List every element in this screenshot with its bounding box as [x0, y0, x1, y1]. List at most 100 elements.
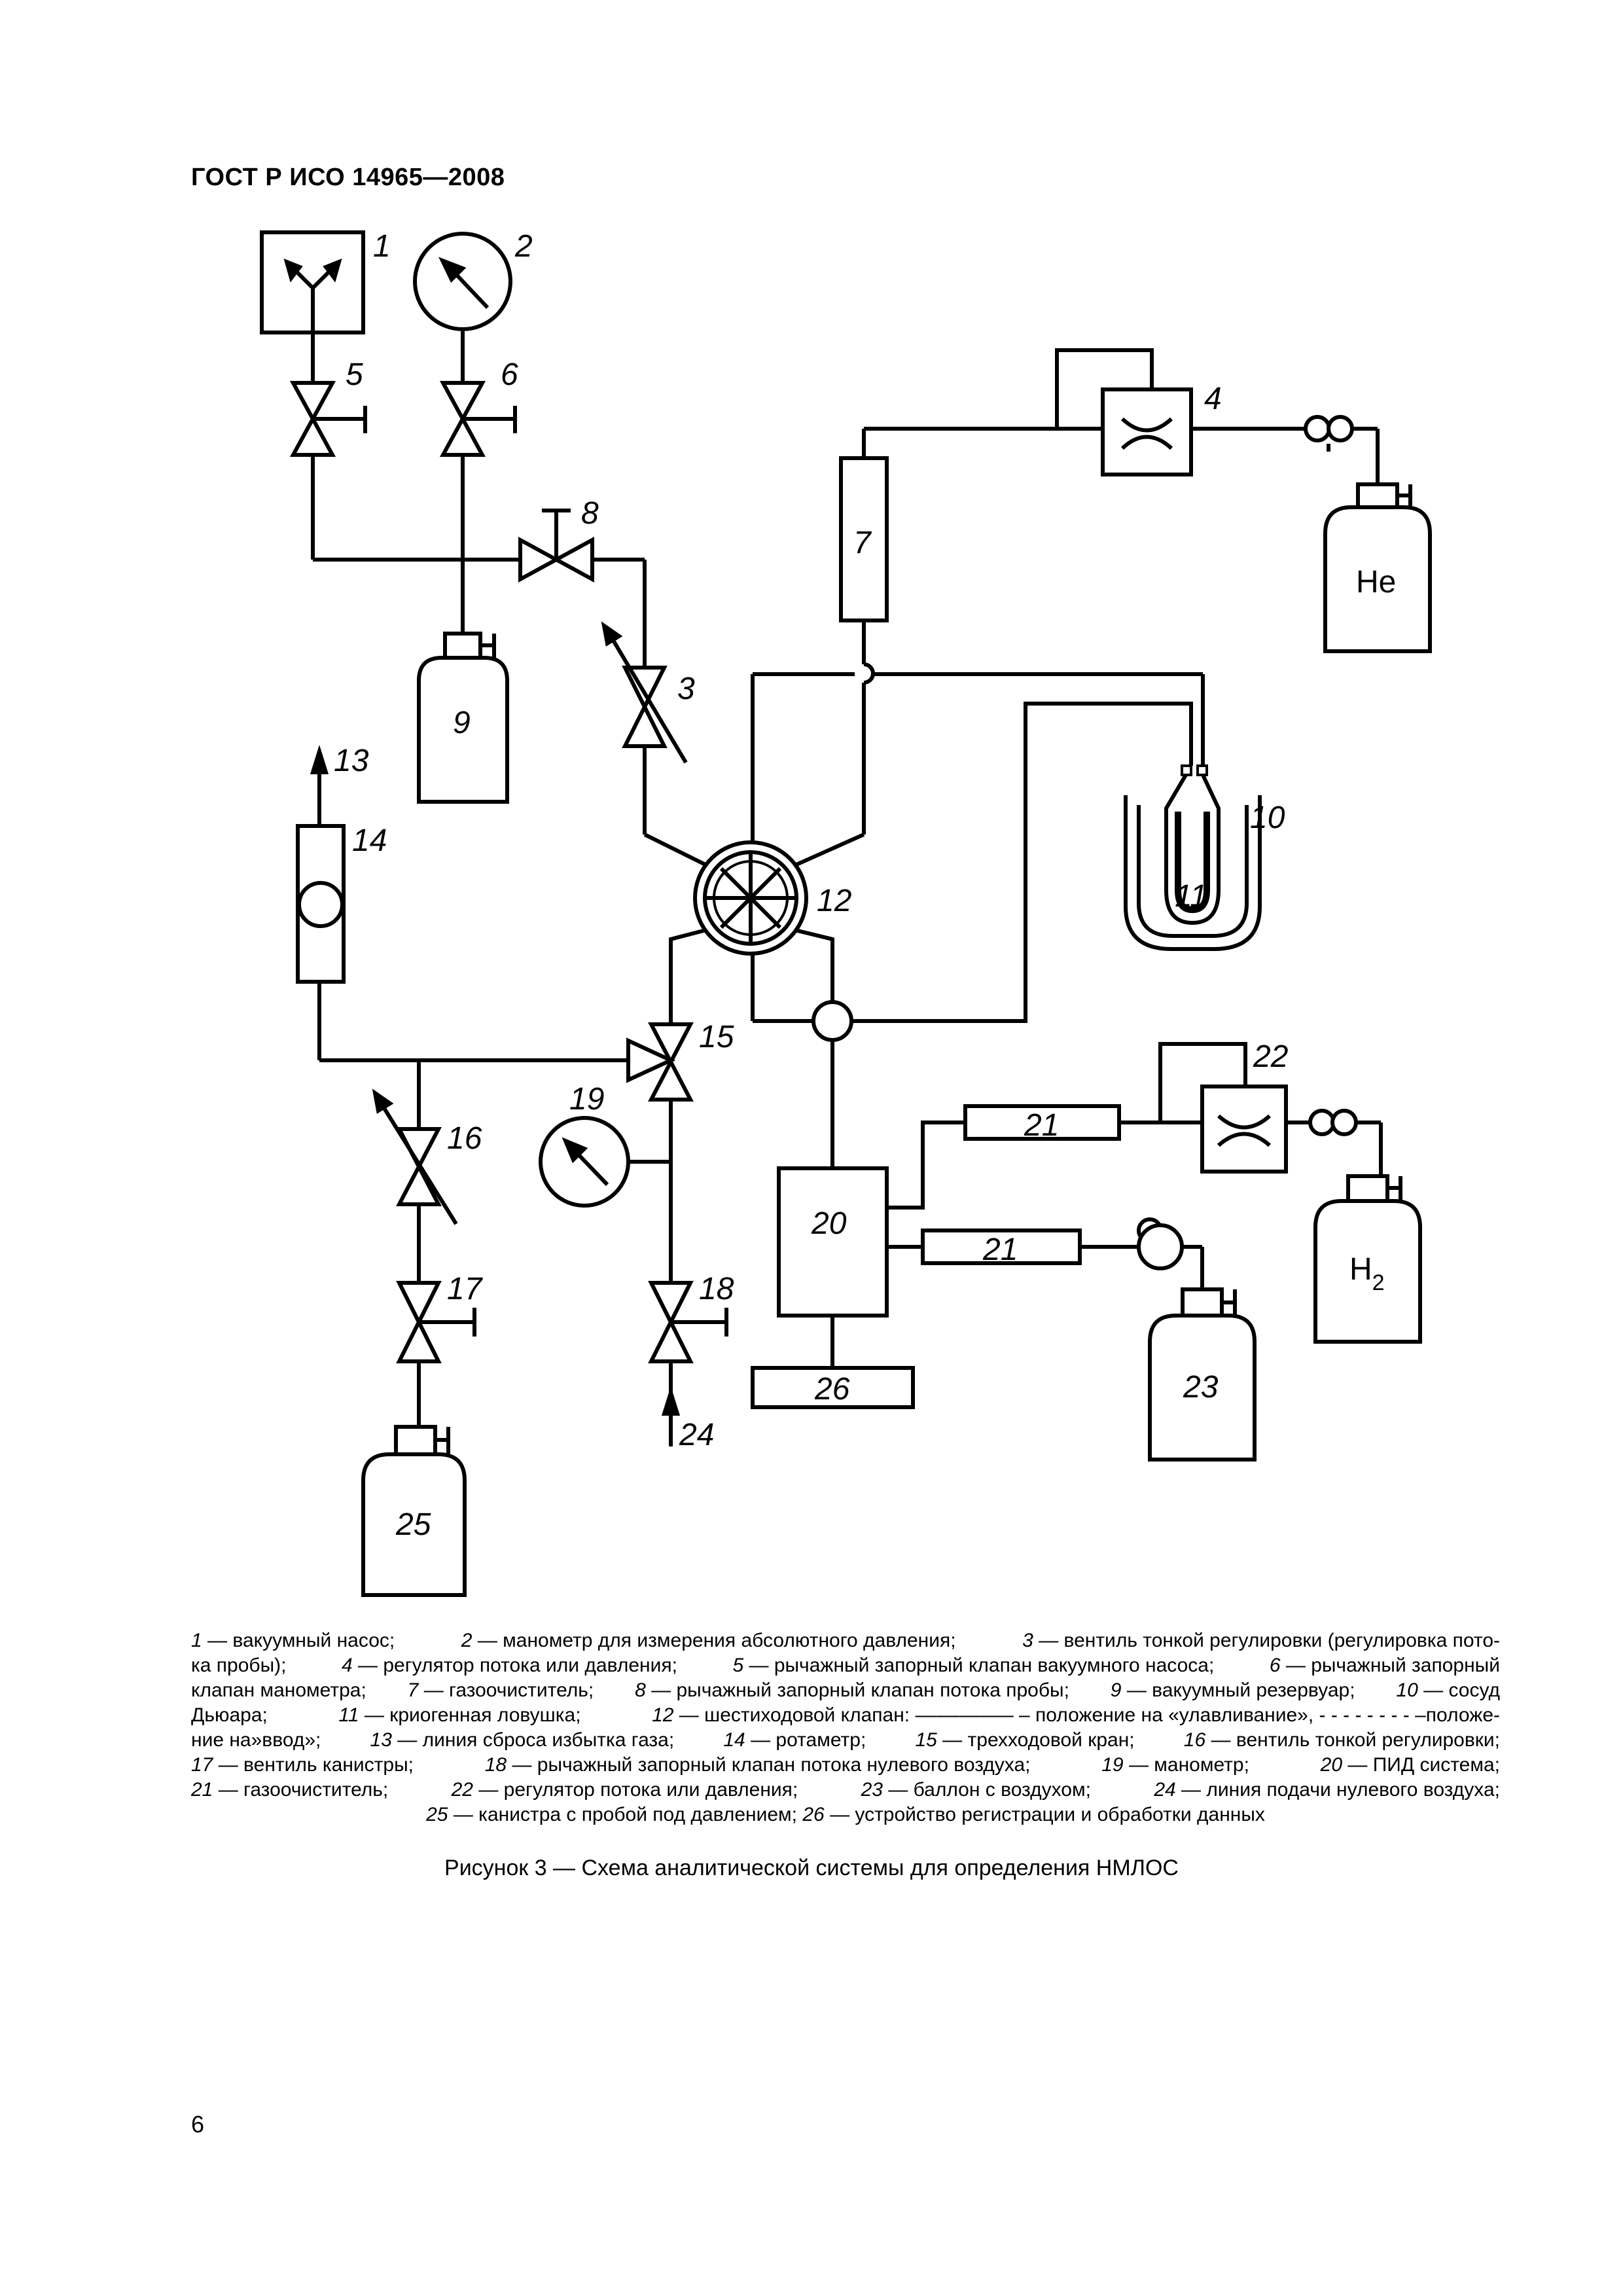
cryotrap-icon — [1164, 764, 1221, 925]
label-5: 5 — [346, 357, 363, 392]
legend-row: 17 — вентиль канистры; 18 — рычажный зап… — [191, 1753, 1500, 1778]
legend-row: клапан манометра; 7 — газоочиститель; 8 … — [191, 1678, 1500, 1703]
legend-item-6: 6 — рычажный запорный — [1269, 1655, 1500, 1676]
legend-row: 1 — вакуумный насос; 2 — манометр для из… — [191, 1628, 1500, 1653]
gas-purifier-7-icon — [839, 456, 889, 622]
pressure-gauge-icon — [413, 232, 512, 331]
legend-item-11: 11 — криогенная ловушка; — [338, 1704, 581, 1726]
legend-item-9: 9 — вакуумный резервуар; — [1110, 1679, 1355, 1701]
legend-item-17: 17 — вентиль канистры; — [191, 1754, 414, 1776]
label-20: 20 — [811, 1206, 847, 1241]
label-6: 6 — [501, 357, 518, 392]
hydrogen-cylinder-icon — [1313, 1174, 1422, 1344]
legend-row: ние на»ввод»; 13 — линия сброса избытка … — [191, 1728, 1500, 1753]
label-12: 12 — [817, 884, 851, 918]
vent-arrow-icon — [310, 744, 329, 774]
canister-icon — [361, 1425, 467, 1597]
legend-item-19: 19 — манометр; — [1101, 1754, 1249, 1776]
legend-item-23: 23 — баллон с воздухом; — [861, 1779, 1091, 1801]
helium-cylinder-icon — [1323, 482, 1432, 653]
lever-valve-6-icon — [439, 381, 517, 457]
cylinder-icon — [1148, 1287, 1257, 1462]
label-15: 15 — [699, 1020, 734, 1054]
vacuum-pump-icon — [260, 230, 365, 334]
label-1: 1 — [373, 229, 391, 264]
label-7: 7 — [853, 526, 872, 560]
lever-valve-18-icon — [648, 1281, 728, 1363]
figure-legend: 1 — вакуумный насос; 2 — манометр для из… — [191, 1628, 1500, 1827]
legend-item-13: 13 — линия сброса избытка газа; — [370, 1729, 675, 1751]
label-3: 3 — [677, 672, 695, 706]
label-22: 22 — [1253, 1039, 1288, 1074]
legend-item-2: 2 — манометр для измерения абсолютного д… — [461, 1630, 956, 1651]
six-port-valve-icon — [693, 840, 808, 956]
page-number: 6 — [191, 2111, 205, 2138]
label-10: 10 — [1250, 800, 1285, 835]
pressure-reducer-h2-icon — [1308, 1109, 1358, 1136]
he-label: He — [1356, 565, 1396, 600]
reservoir-icon — [417, 632, 509, 804]
legend-row: 21 — газоочиститель; 22 — регулятор пото… — [191, 1778, 1500, 1803]
label-13: 13 — [334, 744, 369, 778]
legend-item-24: 24 — линия подачи нулевого воздуха; — [1154, 1779, 1500, 1801]
label-11: 11 — [1175, 879, 1207, 914]
figure-caption: Рисунок 3 — Схема аналитической системы … — [444, 1856, 1179, 1880]
legend-item-10: 10 — сосуд — [1396, 1679, 1500, 1701]
label-4: 4 — [1204, 382, 1222, 416]
document-header: ГОСТ Р ИСО 14965—2008 — [191, 164, 505, 191]
legend-item-18: 18 — рычажный запорный клапан потока нул… — [484, 1754, 1031, 1776]
tee-junction-icon — [812, 1000, 853, 1042]
needle-valve-16-icon — [372, 1088, 458, 1225]
legend-item-22: 22 — регулятор потока или давления; — [451, 1779, 798, 1801]
label-17: 17 — [447, 1272, 484, 1306]
legend-item-3-cont: ка пробы); — [191, 1655, 287, 1676]
gas-purifier-21a-icon — [963, 1104, 1121, 1141]
legend-item-26: 26 — устройство регистрации и обработки … — [802, 1804, 1265, 1825]
legend-item-10-cont: Дьюара; — [191, 1704, 268, 1726]
legend-row: 25 — канистра с пробой под давлением; 26… — [191, 1803, 1500, 1827]
pressure-gauge-19-icon — [539, 1116, 630, 1208]
pipework — [311, 329, 1383, 1427]
label-23: 23 — [1183, 1370, 1219, 1405]
legend-row: ка пробы); 4 — регулятор потока или давл… — [191, 1653, 1500, 1678]
legend-item-25: 25 — канистра с пробой под давлением; — [426, 1804, 798, 1825]
legend-row: Дьюара; 11 — криогенная ловушка; 12 — ше… — [191, 1703, 1500, 1728]
label-14: 14 — [352, 823, 387, 858]
lever-valve-17-icon — [396, 1281, 476, 1363]
legend-item-7: 7 — газоочиститель; — [407, 1679, 594, 1701]
three-way-valve-icon — [626, 1022, 694, 1102]
fid-box-icon — [777, 1166, 889, 1318]
legend-item-1: 1 — вакуумный насос; — [191, 1630, 395, 1651]
dewar-icon — [1124, 795, 1262, 951]
label-19: 19 — [569, 1082, 604, 1117]
legend-item-8: 8 — рычажный запорный клапан потока проб… — [635, 1679, 1069, 1701]
flow-regulator-4-icon — [1101, 387, 1193, 476]
pressure-reducer-he-icon — [1304, 415, 1354, 452]
label-16: 16 — [447, 1121, 482, 1156]
label-25: 25 — [395, 1507, 431, 1542]
legend-item-3: 3 — вентиль тонкой регулировки (регулиро… — [1022, 1630, 1500, 1651]
legend-item-14: 14 — ротаметр; — [723, 1729, 866, 1751]
needle-valve-3-icon — [601, 621, 688, 764]
legend-item-12: 12 — шестиходовой клапан: ––––––––– – по… — [652, 1704, 1500, 1726]
legend-item-20: 20 — ПИД система; — [1320, 1754, 1500, 1776]
legend-item-21: 21 — газоочиститель; — [191, 1779, 389, 1801]
legend-item-4: 4 — регулятор потока или давления; — [342, 1655, 677, 1676]
rotameter-icon — [296, 824, 346, 984]
legend-item-16: 16 — вентиль тонкой регулировки; — [1183, 1729, 1500, 1751]
h2-label: H2 — [1349, 1252, 1385, 1295]
lever-valve-8-icon — [518, 509, 594, 583]
analytical-system-diagram: 1 2 5 6 8 4 7 He 9 3 13 14 10 11 12 15 1… — [260, 229, 1432, 1597]
label-24: 24 — [679, 1418, 714, 1452]
legend-item-15: 15 — трехходовой кран; — [915, 1729, 1135, 1751]
label-21b: 21 — [982, 1232, 1018, 1267]
recorder-icon — [751, 1366, 915, 1409]
pressure-reducer-air-icon — [1137, 1217, 1184, 1270]
label-26: 26 — [814, 1372, 850, 1407]
label-8: 8 — [581, 496, 599, 531]
label-18: 18 — [699, 1272, 734, 1306]
gas-purifier-21b-icon — [921, 1229, 1082, 1265]
legend-item-5: 5 — рычажный запорный клапан вакуумного … — [732, 1655, 1215, 1676]
lever-valve-5-icon — [289, 381, 367, 457]
flow-regulator-22-icon — [1200, 1085, 1288, 1174]
